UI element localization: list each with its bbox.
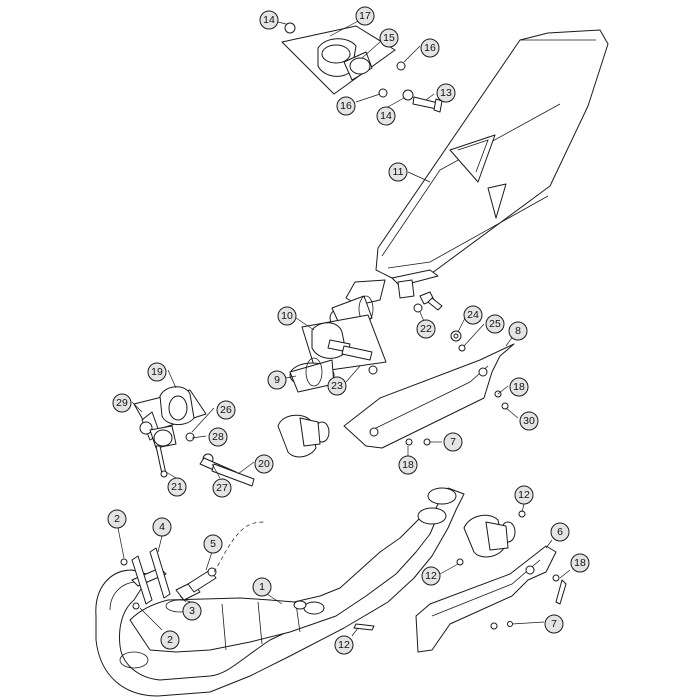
washer-parts — [450, 330, 466, 352]
callout: 6 — [550, 522, 570, 542]
callout-label: 26 — [220, 404, 232, 416]
callout-label: 13 — [440, 87, 452, 99]
callout-label: 18 — [574, 557, 586, 569]
callout: 27 — [212, 478, 232, 498]
callout-label: 14 — [263, 14, 275, 26]
callout: 2 — [107, 509, 127, 529]
callout: 14 — [376, 106, 396, 126]
callout: 4 — [152, 517, 172, 537]
callout-label: 2 — [167, 634, 173, 646]
callout-label: 25 — [489, 318, 501, 330]
callout: 12 — [514, 485, 534, 505]
callout-label: 24 — [467, 309, 479, 321]
callout: 14 — [259, 10, 279, 30]
callout-label: 28 — [212, 431, 224, 443]
callout-label: 21 — [171, 481, 183, 493]
callout-label: 11 — [393, 166, 404, 178]
rear-heat-shield — [343, 343, 515, 449]
callout: 7 — [544, 614, 564, 634]
callout-label: 22 — [420, 323, 432, 335]
callout-label: 2 — [114, 513, 120, 525]
callout: 10 — [277, 306, 297, 326]
callout-label: 19 — [151, 366, 163, 378]
callout-label: 7 — [551, 618, 557, 630]
callout: 1 — [252, 577, 272, 597]
clamp-assembly — [289, 314, 387, 393]
callout: 17 — [355, 6, 375, 26]
callout: 12 — [421, 566, 441, 586]
bracket-assembly — [281, 22, 443, 113]
callout: 18 — [398, 455, 418, 475]
callout: 19 — [147, 362, 167, 382]
callout: 5 — [203, 534, 223, 554]
callout-label: 20 — [258, 458, 270, 470]
callout: 8 — [508, 321, 528, 341]
right-clamp — [456, 510, 526, 566]
front-manifold — [95, 487, 465, 697]
callout: 9 — [267, 370, 287, 390]
callout-label: 12 — [518, 489, 530, 501]
callout: 16 — [420, 38, 440, 58]
front-heat-shield — [353, 545, 567, 653]
callout-label: 5 — [210, 538, 216, 550]
callout: 13 — [436, 83, 456, 103]
callout: 15 — [379, 28, 399, 48]
callout: 20 — [254, 454, 274, 474]
callout-label: 18 — [402, 459, 414, 471]
gaskets-and-sensor — [120, 521, 267, 610]
callout: 7 — [443, 432, 463, 452]
callout: 22 — [416, 319, 436, 339]
callout-label: 9 — [274, 374, 280, 386]
callout-label: 16 — [424, 42, 436, 54]
callout-label: 27 — [216, 482, 228, 494]
callout-label: 16 — [340, 100, 352, 112]
callout: 11 — [388, 162, 408, 182]
callout-label: 23 — [331, 380, 343, 392]
silencer — [329, 29, 609, 331]
callout-label: 6 — [557, 526, 563, 538]
callout-label: 14 — [380, 110, 392, 122]
callout: 29 — [112, 393, 132, 413]
callout-label: 4 — [159, 521, 165, 533]
callout: 12 — [334, 635, 354, 655]
callout: 2 — [160, 630, 180, 650]
callout: 21 — [167, 477, 187, 497]
callout: 23 — [327, 376, 347, 396]
callout-label: 7 — [450, 436, 456, 448]
callout: 28 — [208, 427, 228, 447]
callout: 3 — [182, 601, 202, 621]
mid-clamp — [277, 414, 330, 458]
callout: 25 — [485, 314, 505, 334]
callout: 26 — [216, 400, 236, 420]
callout-label: 15 — [383, 32, 395, 44]
callout: 16 — [336, 96, 356, 116]
callout: 18 — [509, 377, 529, 397]
callout-label: 29 — [116, 397, 128, 409]
left-clamp-assembly — [133, 386, 255, 487]
callout-label: 18 — [513, 381, 525, 393]
callout-label: 30 — [523, 415, 535, 427]
callout-label: 17 — [359, 10, 371, 22]
callout: 24 — [463, 305, 483, 325]
callout-label: 12 — [425, 570, 437, 582]
callout-label: 1 — [259, 581, 265, 593]
callout-label: 12 — [338, 639, 350, 651]
callout: 30 — [519, 411, 539, 431]
callout-label: 3 — [189, 605, 195, 617]
callout: 18 — [570, 553, 590, 573]
callout-label: 8 — [515, 325, 521, 337]
callout-label: 10 — [281, 310, 293, 322]
